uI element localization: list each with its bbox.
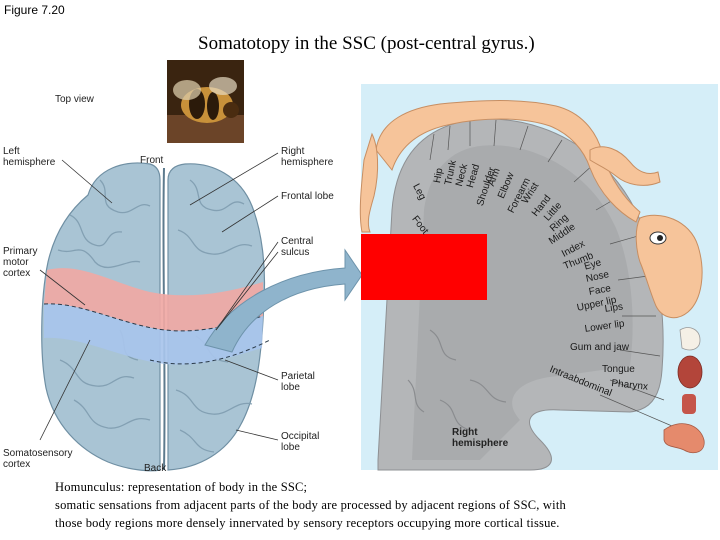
caption: Homunculus: representation of body in th…: [55, 478, 715, 532]
homunculus-label: Gum and jaw: [570, 342, 629, 353]
caption-line: Homunculus: representation of body in th…: [55, 480, 308, 494]
caption-line: those body regions more densely innervat…: [55, 516, 560, 530]
label-homunculus-hemisphere: Right hemisphere: [452, 427, 509, 449]
label-occipital-lobe: Occipital lobe: [281, 431, 320, 453]
label-somatosensory-cortex: Somatosensory cortex: [3, 448, 73, 470]
top-view-heading: Top view: [55, 94, 94, 105]
homunculus-label: Tongue: [602, 364, 635, 375]
label-back: Back: [144, 463, 167, 474]
label-front: Front: [140, 155, 164, 166]
label-central-sulcus: Central sulcus: [281, 236, 314, 258]
label-frontal-lobe: Frontal lobe: [281, 191, 334, 202]
bee-photo: [167, 60, 244, 143]
brain-top-view: [41, 162, 271, 472]
label-right-hemisphere: Right hemisphere: [281, 146, 334, 168]
label-primary-motor-cortex: Primary motor cortex: [3, 246, 38, 279]
figure-label: Figure 7.20: [4, 3, 65, 17]
label-left-hemisphere: Left hemisphere: [3, 146, 56, 168]
label-parietal-lobe: Parietal lobe: [281, 371, 315, 393]
caption-line: somatic sensations from adjacent parts o…: [55, 498, 566, 512]
redaction-box: [361, 234, 487, 300]
page-title: Somatotopy in the SSC (post-central gyru…: [198, 33, 535, 54]
